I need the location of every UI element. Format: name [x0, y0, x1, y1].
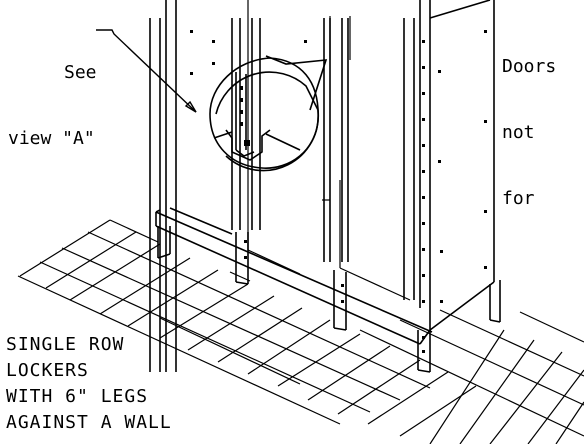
callout-doors: Doors not for [502, 12, 584, 232]
second-upright [231, 18, 261, 285]
callout-view-a-line2: view "A" [8, 128, 95, 149]
caption-line3: WITH 6" LEGS [6, 386, 149, 407]
drawing-caption: SINGLE ROW LOCKERS WITH 6" LEGS AGAINST … [6, 332, 172, 436]
right-end-panel [403, 0, 501, 373]
base-rail [155, 207, 433, 345]
caption-line2: LOCKERS [6, 360, 89, 381]
callout-leader [96, 29, 197, 113]
caption-line4: AGAINST A WALL [6, 412, 172, 433]
detail-circle-view-a [209, 55, 328, 172]
callout-view-a: See view "A" [8, 18, 97, 172]
left-upright [149, 0, 177, 372]
callout-doors-line2: not [502, 122, 535, 143]
third-upright [323, 18, 349, 331]
upright-rivets [190, 30, 307, 75]
callout-doors-line3: for [502, 188, 535, 209]
callout-doors-line1: Doors [502, 56, 557, 77]
floor-tile-grid [17, 219, 584, 445]
locker-interior [247, 0, 411, 301]
callout-view-a-line1: See [64, 62, 97, 83]
caption-line1: SINGLE ROW [6, 334, 125, 355]
